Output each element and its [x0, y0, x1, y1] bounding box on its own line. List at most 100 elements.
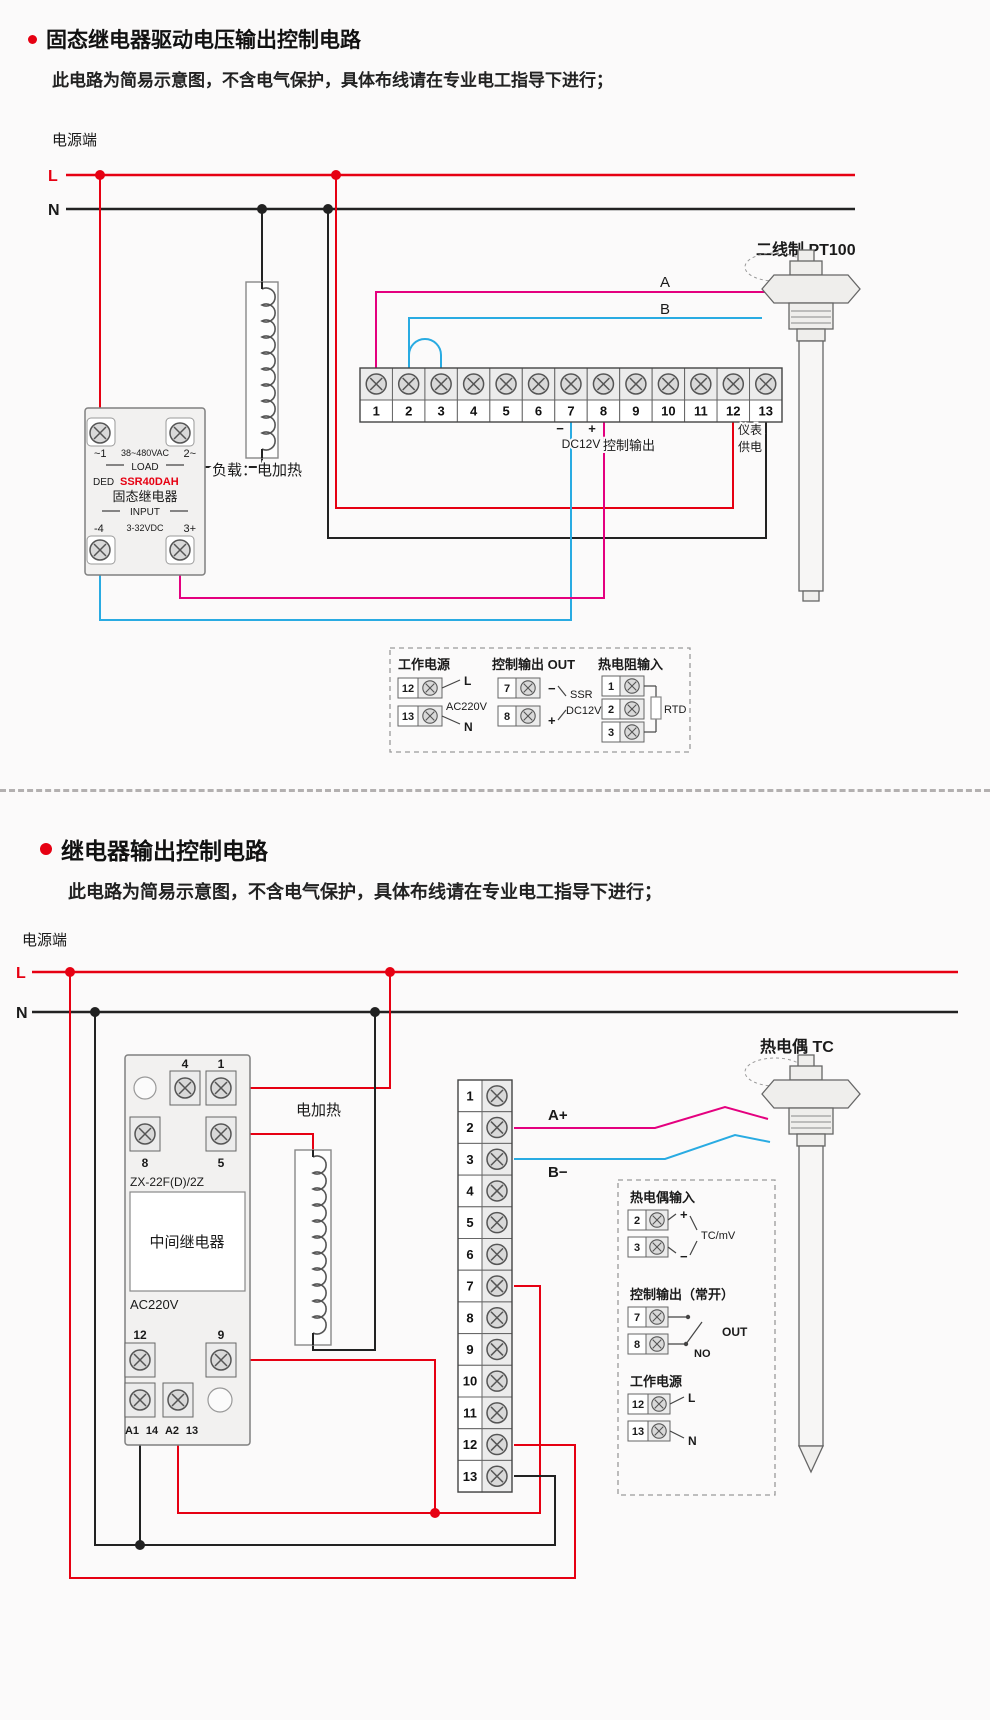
- ssr-terminal2-screw: [169, 422, 191, 444]
- switch-blade-icon: [685, 1321, 703, 1345]
- terminal-number: 7: [466, 1279, 473, 1294]
- relay-wiring-diagram: 电源端 L N 4 1 8 5 ZX-22F(D)/2Z 中间继电器 AC220…: [16, 932, 958, 1579]
- terminal-screw-icon: [486, 1307, 508, 1329]
- junction-dot: [331, 170, 341, 180]
- wire-l-to-relay-contact: [236, 972, 391, 1089]
- relay-a2-label: A2: [165, 1425, 179, 1437]
- ssr-terminal4-screw: [89, 539, 111, 561]
- terminal-screw-icon: [486, 1275, 508, 1297]
- ssr-pin3: 3+: [183, 523, 196, 535]
- tc-probe-tip: [797, 1445, 825, 1474]
- legend-box-1: 工作电源 12 L AC220V 13 N 控制输出 OUT 7 − 8 + S…: [389, 647, 691, 753]
- terminal-number: 1: [466, 1088, 473, 1103]
- terminal-number: 5: [502, 404, 509, 419]
- ssr-pin4: -4: [94, 523, 104, 535]
- relay-terminal-8-label: 8: [142, 1156, 149, 1170]
- terminal-number: 11: [694, 404, 708, 419]
- dc12v-label: DC12V: [562, 437, 601, 451]
- wire-l-to-terminal12: [335, 175, 734, 509]
- relay-terminal-1-label: 1: [218, 1057, 225, 1071]
- section1-subtitle: 此电路为简易示意图，不含电气保护，具体布线请在专业电工指导下进行；: [52, 71, 613, 90]
- terminal-number: 1: [373, 404, 380, 419]
- heater-coil-icon: [311, 1155, 327, 1335]
- terminal-screw-icon: [430, 373, 452, 395]
- terminal-number: 6: [466, 1247, 473, 1262]
- terminal-screw-icon: [486, 1465, 508, 1487]
- ssr-pin1: ~1: [94, 448, 107, 460]
- load-label: 负载：电加热: [212, 462, 302, 479]
- terminal-number: 12: [463, 1437, 477, 1452]
- legend-terminal-number: 2: [608, 704, 614, 716]
- relay-terminal-12-label: 12: [133, 1328, 147, 1342]
- terminal-screw-icon: [625, 373, 647, 395]
- ssr-vac: 38~480VAC: [121, 448, 170, 458]
- line-n-label: N: [48, 202, 60, 219]
- legend-rtd-symbol: RTD: [664, 704, 686, 716]
- legend-terminal-number: 13: [402, 711, 414, 723]
- terminal-screw-icon: [486, 1116, 508, 1139]
- junction-dot: [95, 170, 105, 180]
- wire-b-minus-label: B−: [548, 1164, 568, 1181]
- wire-terminal7-to-relay9: [236, 1285, 541, 1514]
- terminal-screw-icon: [486, 1402, 508, 1424]
- junction-dot: [370, 1007, 380, 1017]
- terminal-number: 8: [600, 404, 607, 419]
- terminal-screw-icon: [486, 1338, 508, 1361]
- terminal-screw-icon: [690, 373, 712, 395]
- terminal-number: 3: [438, 404, 445, 419]
- legend-terminal-number: 7: [504, 683, 510, 695]
- terminal-screw-icon: [365, 373, 387, 395]
- relay-terminal-9-label: 9: [218, 1328, 225, 1342]
- legend-tcmv-label: TC/mV: [701, 1230, 736, 1242]
- ssr-brand: DED: [93, 477, 114, 488]
- legend-dc12v-label: DC12V: [566, 705, 602, 717]
- terminal-screw-icon: [486, 1370, 508, 1392]
- section2-subtitle: 此电路为简易示意图，不含电气保护，具体布线请在专业电工指导下进行；: [68, 882, 662, 902]
- terminal8-plus: +: [588, 421, 596, 436]
- terminal-screw-icon: [592, 373, 615, 395]
- legend-terminal-number: 3: [634, 1242, 640, 1254]
- heater-label: 电加热: [296, 1102, 341, 1119]
- relay-voltage: AC220V: [130, 1297, 179, 1312]
- legend-terminal-number: 8: [634, 1339, 640, 1351]
- legend-out-title: 控制输出 OUT: [492, 657, 575, 672]
- legend-power-title: 工作电源: [398, 657, 450, 672]
- meter-supply-label-2: 供电: [738, 440, 762, 454]
- wire-ssr-minus-to-terminal7: [99, 422, 572, 621]
- terminal-strip-outline: [359, 367, 783, 423]
- junction-dot: [323, 204, 333, 214]
- terminal-number: 11: [463, 1405, 477, 1420]
- wire-ssr-plus-to-terminal8: [179, 422, 605, 599]
- terminal-screw-icon: [462, 373, 485, 395]
- terminal-number-cell: [457, 1206, 483, 1240]
- terminal-number: 13: [463, 1469, 477, 1484]
- section-divider: [0, 789, 990, 792]
- terminal-screw-icon: [486, 1148, 508, 1170]
- wire-relay-to-heater: [236, 1133, 314, 1152]
- terminal-number: 2: [405, 404, 412, 419]
- tc-label: 热电偶 TC: [760, 1037, 834, 1056]
- junction-dot: [385, 967, 395, 977]
- line-l-label: L: [16, 965, 26, 982]
- terminal-number: 9: [466, 1342, 473, 1357]
- terminal-screw-icon: [527, 373, 550, 395]
- legend-minus: −: [548, 681, 556, 696]
- legend-power-title: 工作电源: [630, 1374, 682, 1389]
- ssr-terminal3-screw: [169, 539, 191, 561]
- wire-relay-a2: [177, 1417, 435, 1514]
- terminal-screw-icon: [397, 373, 420, 395]
- wire-heater-to-n: [312, 1012, 376, 1351]
- section2-header: 继电器输出控制电路 此电路为简易示意图，不含电气保护，具体布线请在专业电工指导下…: [40, 832, 970, 904]
- wire-jumper-2-3: [408, 338, 442, 368]
- junction-dot: [65, 967, 75, 977]
- relay-terminal-5-label: 5: [218, 1156, 225, 1170]
- terminal-strip-outline: [457, 1079, 513, 1493]
- legend-ssr-label: SSR: [570, 689, 593, 701]
- relay-14-label: 14: [146, 1425, 159, 1437]
- terminal-number: 3: [466, 1152, 473, 1167]
- ssr-component: ~1 38~480VAC 2~ LOAD DED SSR40DAH 固态继电器 …: [84, 407, 206, 576]
- relay-name: 中间继电器: [149, 1234, 224, 1251]
- wire-n-to-terminal13: [327, 209, 767, 539]
- legend-out-title: 控制输出（常开）: [630, 1287, 734, 1302]
